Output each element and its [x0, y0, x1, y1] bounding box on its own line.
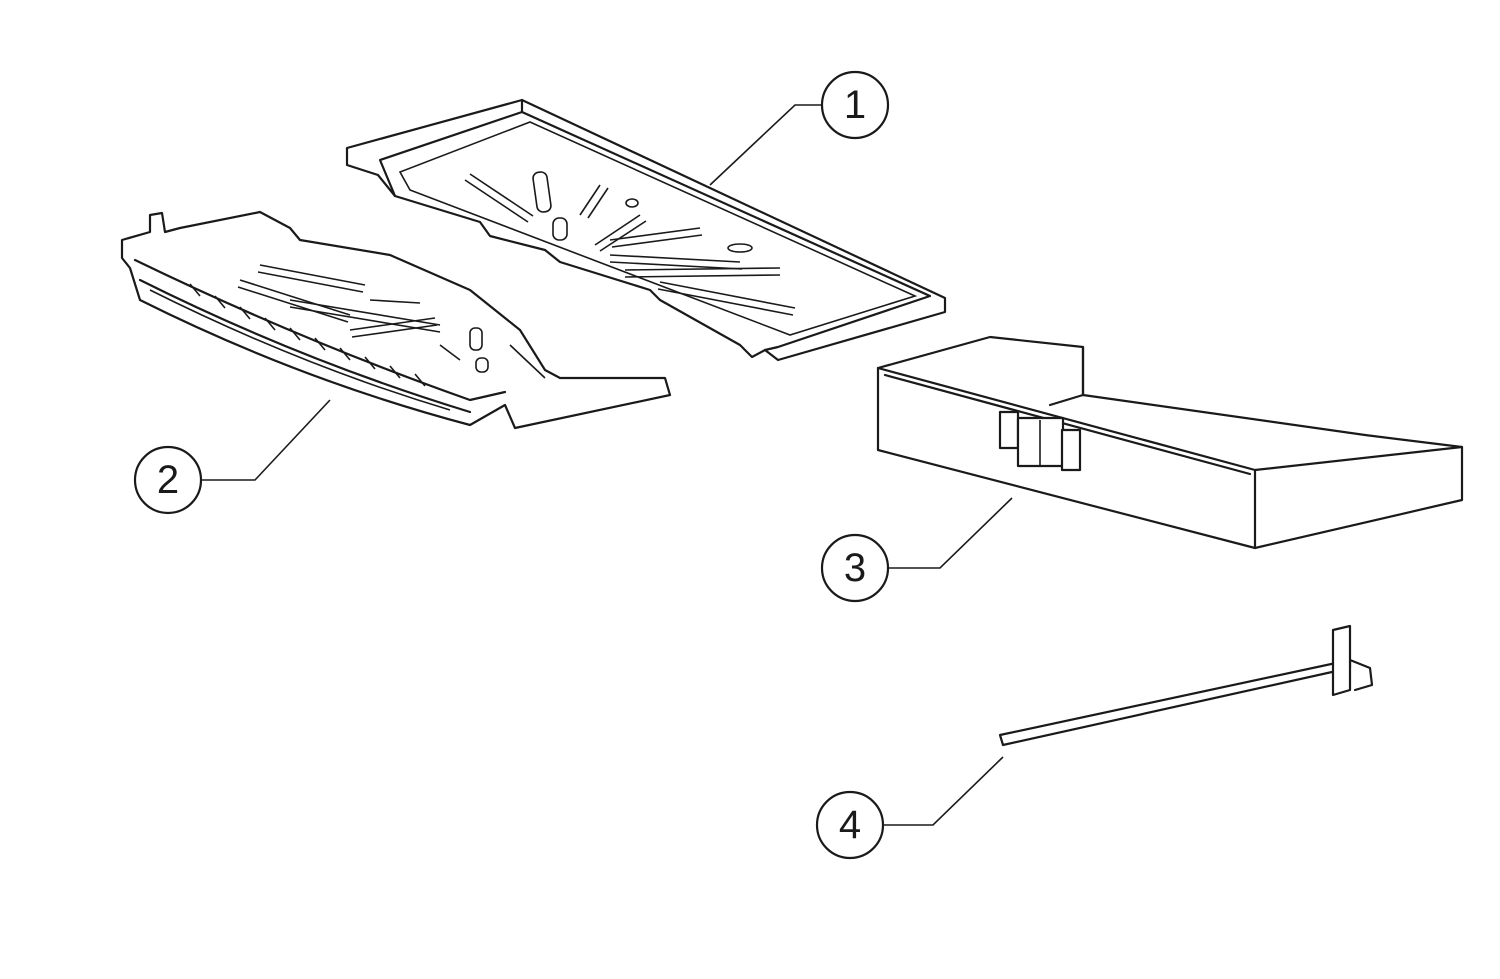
part-4-riddling-tool [998, 624, 1374, 747]
callout-2-label: 2 [157, 458, 179, 502]
callout-2: 2 [133, 445, 203, 515]
callout-1-label: 1 [844, 83, 866, 127]
callout-leaders [201, 104, 1013, 826]
part-2-front-grate [120, 210, 672, 430]
callout-4: 4 [815, 790, 885, 860]
callout-1: 1 [820, 70, 890, 140]
callout-4-label: 4 [839, 803, 861, 847]
callout-3-label: 3 [844, 546, 866, 590]
callout-3: 3 [820, 533, 890, 603]
part-3-ash-box [876, 335, 1464, 550]
part-1-grate-tray [345, 98, 947, 362]
